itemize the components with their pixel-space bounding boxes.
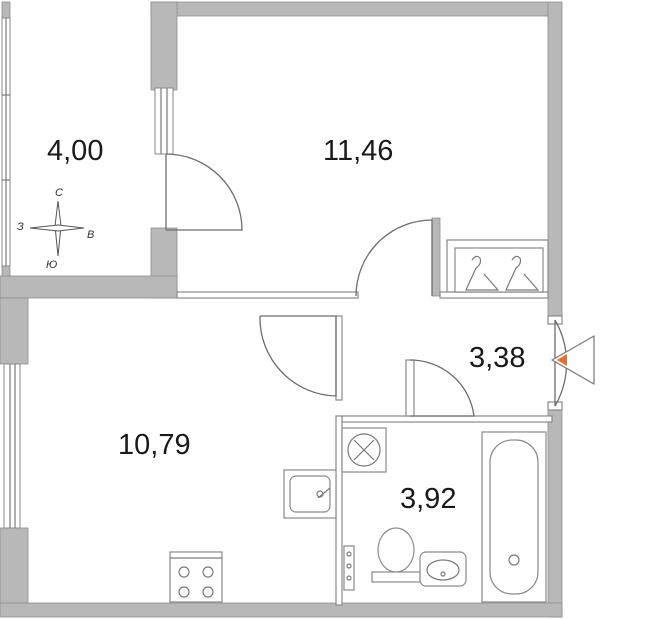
balcony-door[interactable] [165,153,243,231]
doors [165,153,568,417]
washbasin-icon [419,551,467,587]
compass-east: В [87,229,94,241]
heated-rail-icon [343,545,355,591]
wardrobe-hangers [454,247,544,293]
toilet-icon [371,527,421,583]
kitchen-area-label: 10,79 [118,429,191,461]
entrance-marker [550,334,595,386]
compass-north: С [55,187,63,199]
hanger-icon [505,255,540,291]
bathtub-icon [481,431,547,603]
bathroom-fixtures [341,427,547,603]
kitchen-door[interactable] [259,315,337,397]
walls [0,1,563,618]
compass-star-icon [29,200,85,257]
stove-icon [169,551,223,603]
kitchen-fixtures [169,469,337,603]
windows [1,17,174,529]
bedroom-area-label: 11,46 [323,135,393,167]
hanger-icon [465,255,500,291]
balcony-area-label: 4,00 [47,135,103,167]
bathroom-area-label: 3,92 [400,483,456,515]
compass-rose: С З В Ю [17,187,94,271]
washing-machine-icon [341,427,387,473]
bathroom-door[interactable] [409,359,475,417]
room-labels: 4,00 11,46 3,38 10,79 3,92 [47,135,525,515]
hall-area-label: 3,38 [469,342,525,374]
compass-west: З [17,221,24,233]
sink-icon [283,469,337,519]
bedroom-door[interactable] [355,219,433,297]
compass-south: Ю [46,259,57,271]
